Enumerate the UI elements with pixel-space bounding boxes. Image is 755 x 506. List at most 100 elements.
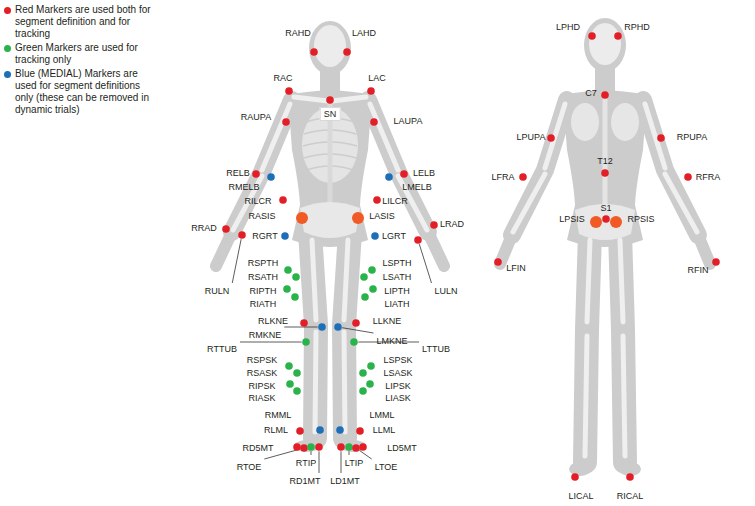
- marker-dot: [370, 118, 378, 126]
- marker-dot: [352, 212, 364, 224]
- head-silhouette: [309, 21, 351, 75]
- marker-dot: [285, 87, 293, 95]
- marker-dot: [367, 87, 375, 95]
- limb-silhouettes: [216, 70, 444, 438]
- marker-label: LASIS: [369, 211, 395, 221]
- marker-dot: [334, 323, 342, 331]
- marker-dot: [284, 266, 292, 274]
- tibia: [623, 336, 625, 456]
- marker-dot: [293, 369, 301, 377]
- marker-label: LTTUB: [422, 344, 450, 354]
- marker-dot: [547, 134, 555, 142]
- marker-label: RTTUB: [207, 344, 237, 354]
- marker-label: LLKNE: [373, 316, 402, 326]
- clavicle: [294, 97, 328, 101]
- marker-dot: [602, 215, 610, 223]
- marker-label: RSPTH: [248, 258, 279, 268]
- femur: [312, 240, 316, 320]
- leader-lines: [232, 239, 431, 473]
- skull: [314, 25, 346, 67]
- marker-dot: [318, 323, 326, 331]
- marker-label: RPSIS: [627, 214, 654, 224]
- marker-label: LIATH: [385, 299, 410, 309]
- leg: [620, 232, 625, 462]
- marker-dot: [281, 232, 289, 240]
- hand: [500, 235, 512, 264]
- marker-label: LIPSK: [385, 381, 411, 391]
- marker-label: RTOE: [237, 462, 262, 472]
- marker-label: RD5MT: [243, 443, 274, 453]
- marker-dot: [286, 380, 294, 388]
- marker-label: RSATH: [248, 272, 278, 282]
- leader-line: [319, 451, 320, 473]
- marker-dot: [282, 118, 290, 126]
- femur: [620, 240, 623, 322]
- marker-label: RMELB: [228, 182, 259, 192]
- marker-dot: [519, 173, 527, 181]
- arm: [232, 100, 292, 232]
- marker-label: LTIP: [345, 458, 363, 468]
- legend-entry: Red Markers are used both for segment de…: [4, 4, 156, 40]
- marker-label: LAC: [368, 73, 386, 83]
- marker-dot: [296, 212, 308, 224]
- marker-dot: [300, 319, 308, 327]
- marker-label: LSASK: [383, 368, 412, 378]
- marker-label: SN: [320, 107, 341, 121]
- marker-dot: [400, 170, 408, 178]
- pelvis: [300, 202, 360, 238]
- marker-label: RIATH: [250, 299, 276, 309]
- marker-dot: [291, 293, 299, 301]
- marker-dot: [430, 221, 438, 229]
- marker-dot: [356, 427, 364, 435]
- marker-dot: [267, 173, 275, 181]
- marker-dot: [222, 225, 230, 233]
- marker-label: RAC: [273, 73, 292, 83]
- marker-label: RLML: [264, 425, 288, 435]
- marker-label: RICAL: [617, 491, 644, 501]
- tibia: [315, 332, 316, 432]
- marker-dot: [315, 443, 323, 451]
- marker-label: RILCR: [244, 196, 271, 206]
- marker-label: LICAL: [568, 491, 593, 501]
- leader-line: [232, 239, 241, 283]
- marker-dot: [359, 369, 367, 377]
- marker-dot: [626, 473, 634, 481]
- humerus: [545, 104, 565, 168]
- marker-label: RGRT: [252, 231, 277, 241]
- marker-label: LILCR: [382, 196, 408, 206]
- marker-dot: [350, 338, 358, 346]
- marker-dot: [296, 427, 304, 435]
- humerus: [645, 104, 665, 168]
- marker-dot: [345, 443, 353, 451]
- marker-dot: [588, 32, 596, 40]
- leg: [585, 232, 590, 462]
- marker-label: RRAD: [191, 223, 217, 233]
- legend-swatch: [4, 71, 11, 78]
- marker-label: T12: [597, 156, 613, 166]
- back-figure: [500, 18, 710, 476]
- marker-label: LIASK: [385, 393, 411, 403]
- marker-label: LPSIS: [559, 214, 585, 224]
- marker-dot: [614, 32, 622, 40]
- marker-dot: [571, 473, 579, 481]
- leader-line: [284, 327, 317, 328]
- marker-dot: [371, 232, 379, 240]
- legend-entry: Green Markers are used for tracking only: [4, 42, 156, 66]
- marker-label: C7: [585, 88, 597, 98]
- marker-dot: [307, 443, 315, 451]
- marker-label: RAUPA: [241, 112, 271, 122]
- marker-label: LD5MT: [387, 443, 417, 453]
- leader-line: [342, 328, 373, 333]
- head-silhouette: [584, 18, 626, 72]
- marker-dot: [283, 285, 291, 293]
- scapula: [571, 103, 599, 141]
- marker-dot: [373, 196, 381, 204]
- marker-label: LRAD: [440, 219, 464, 229]
- marker-dot: [369, 285, 377, 293]
- marker-dot: [316, 426, 324, 434]
- marker-label: LAHD: [352, 28, 376, 38]
- marker-dot: [601, 91, 609, 99]
- marker-label: LMML: [369, 410, 394, 420]
- marker-label: RIPSK: [248, 381, 275, 391]
